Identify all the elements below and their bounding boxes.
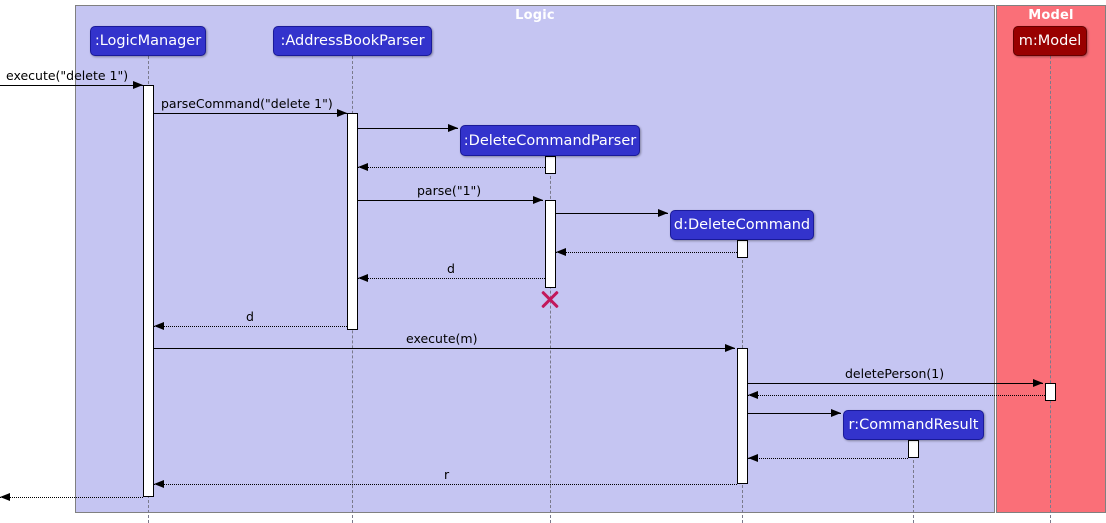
msg-return-command-result-arrowhead-icon — [748, 454, 758, 462]
msg-parse-command-label: parseCommand("delete 1") — [161, 96, 333, 111]
act-delete-parser-parse — [545, 200, 556, 288]
msg-return-r-line — [154, 484, 737, 485]
msg-return-command-result-line — [748, 458, 908, 459]
participant-delete-command[interactable]: d:DeleteCommand — [670, 210, 814, 240]
participant-label-delete-command-parser: :DeleteCommandParser — [463, 132, 637, 149]
act-delete-parser-create — [545, 156, 556, 174]
msg-execute-m-label: execute(m) — [406, 331, 478, 346]
act-model-delete — [1045, 383, 1056, 401]
participant-label-model: m:Model — [1018, 33, 1082, 49]
msg-parse-command-arrowhead-icon — [337, 109, 347, 117]
msg-execute-delete-line — [0, 85, 143, 86]
partition-title-logic: Logic — [515, 8, 555, 23]
msg-return-r-arrowhead-icon — [154, 480, 164, 488]
msg-return-model-line — [748, 395, 1045, 396]
msg-return-d-to-parser-arrowhead-icon — [358, 274, 368, 282]
msg-create-command-result-arrowhead-icon — [831, 409, 841, 417]
msg-return-d-to-logic-line — [154, 326, 347, 327]
act-logic-manager — [143, 85, 154, 497]
msg-parse-label: parse("1") — [417, 183, 482, 198]
msg-return-delete-command-arrowhead-icon — [556, 248, 566, 256]
msg-create-delete-command-parser-arrowhead-icon — [448, 124, 458, 132]
msg-parse-line — [358, 200, 543, 201]
msg-execute-delete-arrowhead-icon — [133, 81, 143, 89]
msg-return-delete-command-parser-line — [358, 167, 545, 168]
participant-label-logic-manager: :LogicManager — [94, 33, 202, 49]
participant-command-result[interactable]: r:CommandResult — [843, 410, 984, 440]
msg-delete-person-label: deletePerson(1) — [845, 366, 945, 381]
msg-return-d-to-logic-arrowhead-icon — [154, 322, 164, 330]
msg-return-model-arrowhead-icon — [748, 391, 758, 399]
partition-title-model: Model — [1028, 8, 1074, 23]
lifeline-delete-command-parser — [550, 156, 551, 523]
act-delete-command-create — [737, 240, 748, 258]
msg-delete-person-arrowhead-icon — [1033, 379, 1043, 387]
participant-label-command-result: r:CommandResult — [848, 417, 979, 433]
msg-parse-command-line — [154, 113, 347, 114]
msg-delete-person-line — [748, 383, 1043, 384]
participant-label-address-book-parser: :AddressBookParser — [280, 33, 425, 49]
msg-create-delete-command-parser-line — [358, 128, 458, 129]
msg-execute-delete-label: execute("delete 1") — [6, 68, 129, 83]
msg-return-final-arrowhead-icon — [0, 493, 10, 501]
msg-execute-m-arrowhead-icon — [725, 344, 735, 352]
act-address-book-parser — [347, 113, 358, 330]
msg-return-d-to-parser-line — [358, 278, 545, 279]
msg-create-delete-command-arrowhead-icon — [658, 209, 668, 217]
msg-parse-arrowhead-icon — [533, 196, 543, 204]
destroy-delete-command-parser-x-icon — [539, 288, 561, 310]
act-command-result-create — [908, 440, 919, 458]
participant-logic-manager[interactable]: :LogicManager — [90, 26, 206, 56]
msg-return-d-to-parser-label: d — [447, 261, 455, 276]
lifeline-model — [1050, 56, 1051, 523]
msg-return-d-to-logic-label: d — [246, 309, 254, 324]
msg-return-delete-command-line — [556, 252, 737, 253]
participant-model[interactable]: m:Model — [1013, 26, 1087, 56]
act-delete-command-execute — [737, 348, 748, 484]
partition-model: Model — [996, 5, 1106, 513]
participant-delete-command-parser[interactable]: :DeleteCommandParser — [460, 125, 640, 156]
msg-return-final-line — [0, 497, 143, 498]
msg-return-r-label: r — [444, 467, 450, 482]
partition-logic: Logic — [75, 5, 995, 513]
msg-create-delete-command-line — [556, 213, 668, 214]
lifeline-command-result — [913, 440, 914, 523]
participant-label-delete-command: d:DeleteCommand — [673, 217, 811, 233]
msg-create-command-result-line — [748, 413, 841, 414]
participant-address-book-parser[interactable]: :AddressBookParser — [273, 26, 432, 56]
msg-execute-m-line — [154, 348, 735, 349]
msg-return-delete-command-parser-arrowhead-icon — [358, 163, 368, 171]
